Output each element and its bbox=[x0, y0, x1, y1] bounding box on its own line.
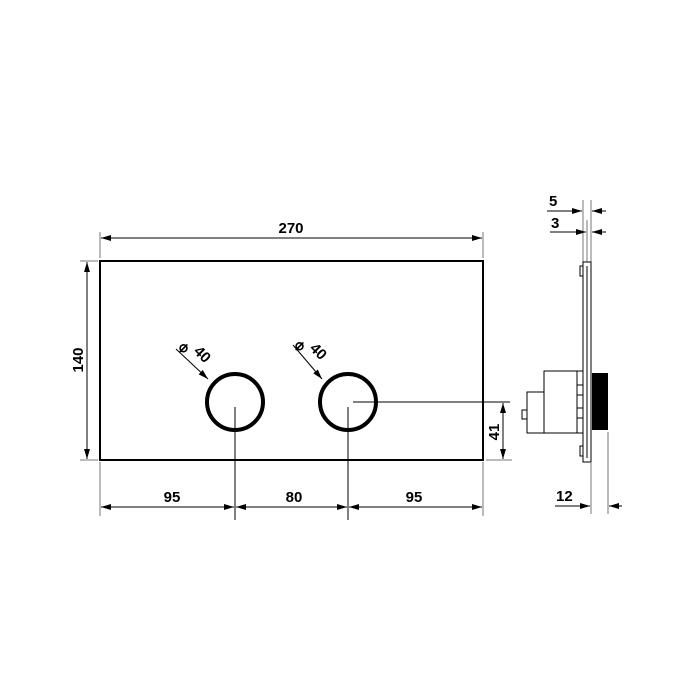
spacing-dimensions: 95 80 95 bbox=[99, 462, 484, 516]
button-cap bbox=[592, 373, 608, 430]
diameter-label-right: 40 bbox=[306, 340, 330, 364]
height-dimension: 140 bbox=[70, 260, 98, 461]
diameter-symbol-right: ⌀ bbox=[295, 337, 304, 354]
diameter-callout-right: ⌀ 40 bbox=[292, 337, 330, 380]
diameter-callout-left: ⌀ 40 bbox=[175, 339, 214, 380]
spacing-right-label: 95 bbox=[406, 489, 423, 506]
side-view: 5 3 12 bbox=[521, 193, 622, 514]
button-height-label: 41 bbox=[486, 424, 503, 441]
diameter-symbol-left: ⌀ bbox=[179, 339, 188, 356]
outer-thickness-label: 5 bbox=[549, 193, 557, 210]
spacing-left-label: 95 bbox=[164, 489, 181, 506]
depth-label: 12 bbox=[556, 488, 573, 505]
button-height-dimension: 41 bbox=[486, 403, 512, 461]
width-dimension: 270 bbox=[99, 220, 484, 258]
height-label: 140 bbox=[70, 347, 87, 372]
width-label: 270 bbox=[278, 220, 303, 237]
plate-outline bbox=[99, 260, 484, 461]
inner-thickness-label: 3 bbox=[551, 215, 559, 232]
actuator-body bbox=[543, 370, 578, 434]
front-view: 270 140 ⌀ 40 ⌀ 40 bbox=[70, 220, 512, 520]
diameter-label-left: 40 bbox=[190, 343, 214, 367]
spacing-center-label: 80 bbox=[286, 489, 303, 506]
